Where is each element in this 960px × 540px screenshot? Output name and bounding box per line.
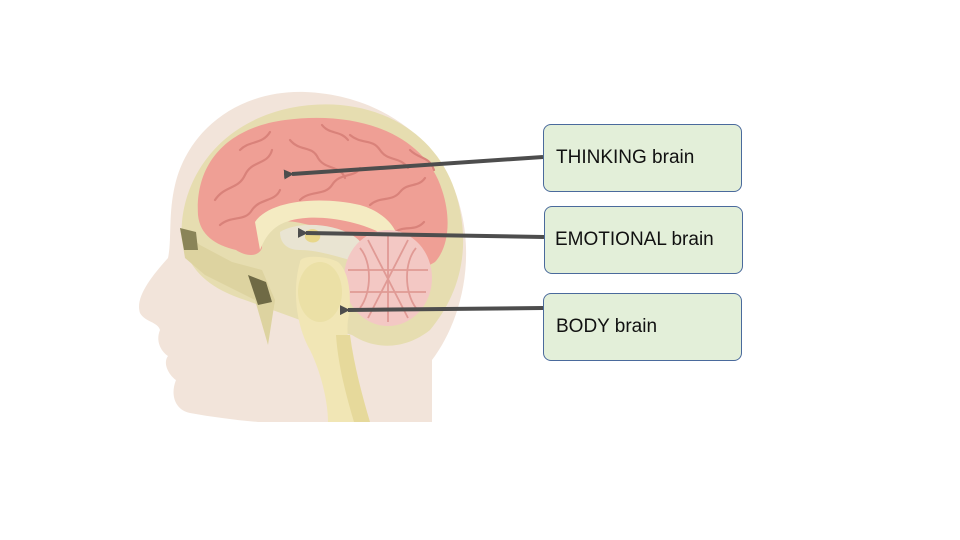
cerebellum-folds: [348, 235, 428, 322]
arrow-emotional: [297, 227, 545, 239]
skull-base: [180, 228, 275, 345]
sinus-dark-upper: [180, 228, 198, 250]
arrow-body: [339, 305, 544, 316]
emotional-brain-text: EMOTIONAL brain: [555, 229, 714, 250]
pons: [298, 262, 342, 322]
thinking-brain-text: THINKING brain: [556, 147, 695, 168]
corpus-callosum: [255, 200, 399, 250]
spinal-cord: [336, 335, 370, 422]
arrow-thinking: [283, 155, 544, 180]
emotional-brain-label: EMOTIONAL brain: [544, 206, 743, 274]
sinus-dark-lower: [248, 275, 272, 305]
body-brain-label: BODY brain: [543, 293, 742, 361]
body-brain-text: BODY brain: [556, 316, 658, 337]
thinking-brain-label: THINKING brain: [543, 124, 742, 192]
